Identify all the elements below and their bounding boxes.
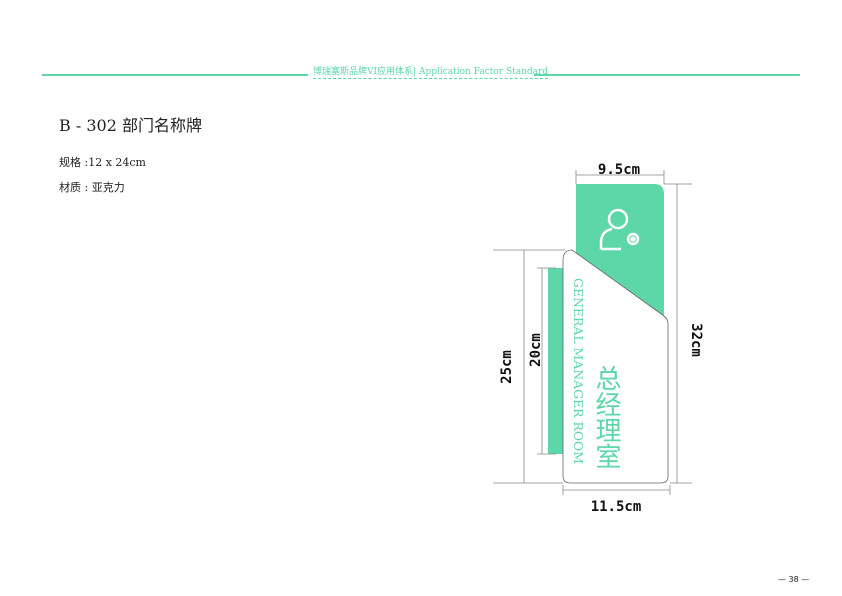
header-rule-right	[534, 74, 800, 76]
sign-chinese-text: 总经理室	[591, 365, 621, 469]
side-strip	[548, 268, 564, 454]
spec-material: 材质 : 亚克力	[59, 181, 125, 194]
dim-right-label: 32cm	[688, 323, 704, 357]
spec-size: 规格 :12 x 24cm	[59, 156, 146, 169]
front-panel	[562, 249, 669, 484]
dim-left-outer-label: 25cm	[499, 350, 515, 384]
dim-left-inner-label: 20cm	[528, 333, 544, 367]
page-title: B - 302 部门名称牌	[59, 116, 202, 135]
dim-bottom-label: 11.5cm	[591, 499, 642, 515]
dimension-lines	[493, 170, 692, 495]
header-title: 博瑞塞斯品牌VI应用体系| Application Factor Standar…	[313, 64, 549, 79]
user-gear-icon	[599, 208, 640, 251]
page-number: — 38 —	[778, 575, 810, 584]
dim-top-label: 9.5cm	[598, 162, 640, 178]
sign-english-text: GENERAL MANAGER ROOM	[571, 278, 585, 464]
header-rule-left	[42, 74, 308, 76]
